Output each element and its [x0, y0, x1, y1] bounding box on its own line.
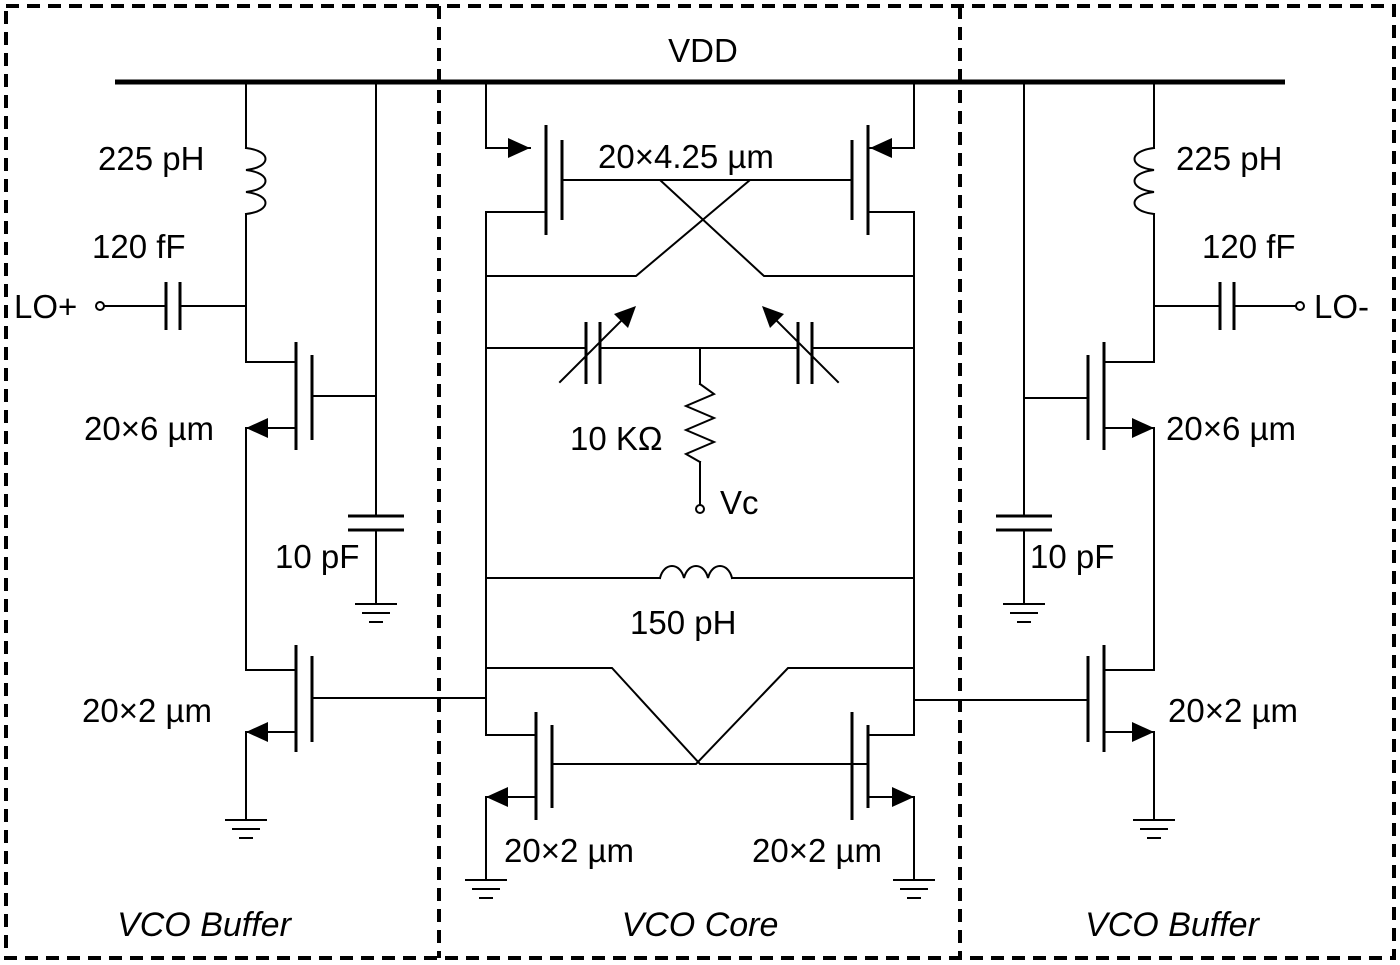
right-follower-transistor: 20×6 µm: [1086, 342, 1296, 671]
vco-core: 20×4.25 µm 10 KΩ Vc: [465, 81, 935, 944]
pmos-cross-coupling: [485, 179, 915, 277]
left-coupling-cap: 120 fF LO+: [14, 228, 247, 330]
vc-label: Vc: [720, 484, 759, 521]
bias-resistor-label: 10 KΩ: [570, 420, 663, 457]
left-bypass-cap-label: 10 pF: [275, 538, 359, 575]
left-section-title: VCO Buffer: [117, 906, 293, 944]
right-inductor: 225 pH: [1133, 81, 1282, 363]
tank-inductor-label: 150 pH: [630, 604, 736, 641]
bias-resistor: 10 KΩ Vc: [570, 347, 759, 521]
nmos-right-label: 20×2 µm: [752, 832, 882, 869]
right-coupling-cap-label: 120 fF: [1202, 228, 1296, 265]
core-pmos-right: 20×4.25 µm: [598, 81, 915, 736]
core-pmos-left: [485, 81, 564, 736]
outer-frame: [4, 4, 1396, 960]
pmos-pair-label: 20×4.25 µm: [598, 138, 774, 175]
right-gate-bias: 10 pF: [996, 81, 1114, 623]
left-inductor-label: 225 pH: [98, 140, 204, 177]
left-current-source-label: 20×2 µm: [82, 692, 212, 729]
core-nmos-left: 20×2 µm: [465, 712, 634, 899]
core-section-title: VCO Core: [622, 906, 779, 944]
nmos-left-label: 20×2 µm: [504, 832, 634, 869]
varactor-row: [485, 306, 915, 384]
left-buffer: 225 pH 120 fF LO+ 10 pF: [14, 81, 487, 944]
lo-minus-terminal[interactable]: [1295, 301, 1305, 311]
right-buffer: 225 pH 120 fF LO- 10 pF: [913, 81, 1369, 944]
right-inductor-label: 225 pH: [1176, 140, 1282, 177]
nmos-cross-coupling: [485, 667, 915, 765]
left-coupling-cap-label: 120 fF: [92, 228, 186, 265]
right-section-title: VCO Buffer: [1085, 906, 1261, 944]
vdd-rail: VDD: [115, 32, 1285, 85]
left-follower-transistor: 20×6 µm: [84, 342, 314, 671]
left-inductor: 225 pH: [98, 81, 267, 363]
right-follower-label: 20×6 µm: [1166, 410, 1296, 447]
lo-plus-label: LO+: [14, 288, 77, 325]
right-bypass-cap-label: 10 pF: [1030, 538, 1114, 575]
vc-terminal[interactable]: [695, 504, 705, 514]
right-current-source: 20×2 µm: [913, 645, 1298, 839]
left-follower-label: 20×6 µm: [84, 410, 214, 447]
lo-plus-terminal[interactable]: [95, 301, 105, 311]
right-coupling-cap: 120 fF LO-: [1153, 228, 1369, 330]
left-current-source: 20×2 µm: [82, 645, 487, 839]
tank-inductor: 150 pH: [485, 565, 915, 641]
right-current-source-label: 20×2 µm: [1168, 692, 1298, 729]
lo-minus-label: LO-: [1314, 288, 1369, 325]
core-nmos-right: 20×2 µm: [752, 712, 935, 899]
section-boxes: [4, 4, 1396, 960]
left-gate-bias: 10 pF: [275, 81, 404, 623]
vdd-label: VDD: [668, 32, 738, 69]
